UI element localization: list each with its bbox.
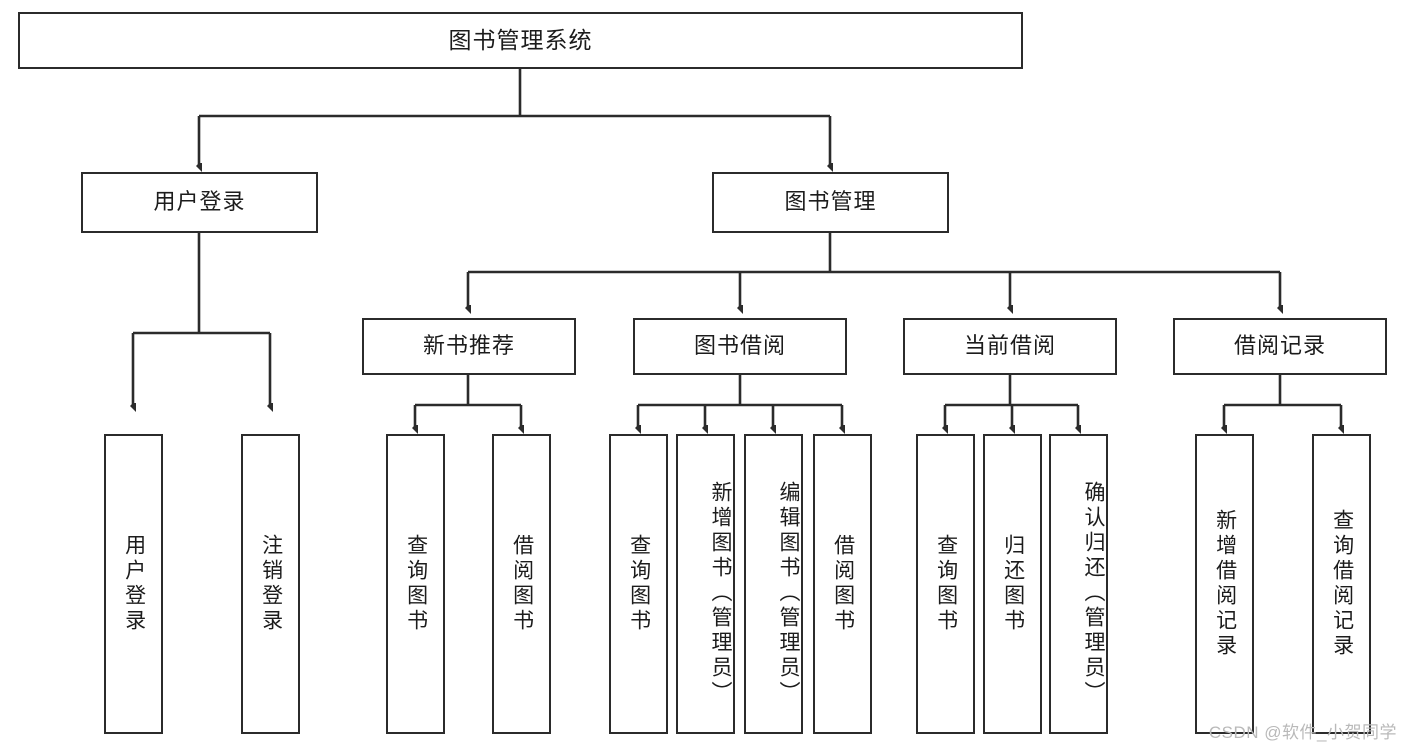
node-label: 查询图书 [934, 534, 958, 634]
leaf-record-add-record[interactable]: 新增借阅记录 [1195, 434, 1254, 734]
node-label: 新增图书（管理员） [709, 480, 732, 706]
node-book-management[interactable]: 图书管理 [712, 172, 949, 233]
leaf-borrow-edit-book-admin[interactable]: 编辑图书（管理员） [744, 434, 803, 734]
node-book-borrow[interactable]: 图书借阅 [633, 318, 847, 375]
node-label: 归还图书 [1001, 534, 1025, 634]
node-label: 确认归还（管理员） [1082, 480, 1105, 706]
node-label: 用户登录 [122, 534, 146, 634]
node-label: 图书借阅 [693, 333, 786, 359]
node-label: 用户登录 [153, 189, 246, 215]
node-label: 查询图书 [627, 534, 651, 634]
csdn-watermark: CSDN @软件_小贺同学 [1208, 723, 1397, 742]
node-label: 借阅图书 [510, 534, 534, 634]
node-label: 图书管理 [784, 189, 877, 215]
node-label: 查询图书 [404, 534, 428, 634]
leaf-borrow-borrow-book[interactable]: 借阅图书 [813, 434, 872, 734]
leaf-current-query-book[interactable]: 查询图书 [916, 434, 975, 734]
node-current-borrow[interactable]: 当前借阅 [903, 318, 1117, 375]
node-label: 当前借阅 [963, 333, 1056, 359]
node-label: 新书推荐 [422, 333, 515, 359]
node-user-login[interactable]: 用户登录 [81, 172, 318, 233]
leaf-recommend-borrow-book[interactable]: 借阅图书 [492, 434, 551, 734]
leaf-record-query-record[interactable]: 查询借阅记录 [1312, 434, 1371, 734]
node-label: 新增借阅记录 [1213, 509, 1237, 659]
leaf-user-login-signin[interactable]: 用户登录 [104, 434, 163, 734]
node-label: 注销登录 [259, 534, 283, 634]
node-new-book-recommend[interactable]: 新书推荐 [362, 318, 576, 375]
node-label: 编辑图书（管理员） [777, 480, 800, 706]
leaf-user-login-signout[interactable]: 注销登录 [241, 434, 300, 734]
leaf-borrow-query-book[interactable]: 查询图书 [609, 434, 668, 734]
node-label: 借阅记录 [1233, 333, 1326, 359]
leaf-current-return-book[interactable]: 归还图书 [983, 434, 1042, 734]
leaf-borrow-add-book-admin[interactable]: 新增图书（管理员） [676, 434, 735, 734]
node-borrow-record[interactable]: 借阅记录 [1173, 318, 1387, 375]
node-label: 图书管理系统 [448, 26, 593, 53]
node-label: 借阅图书 [831, 534, 855, 634]
leaf-recommend-query-book[interactable]: 查询图书 [386, 434, 445, 734]
node-label: 查询借阅记录 [1330, 509, 1354, 659]
node-root-system[interactable]: 图书管理系统 [18, 12, 1023, 69]
leaf-current-confirm-return-admin[interactable]: 确认归还（管理员） [1049, 434, 1108, 734]
